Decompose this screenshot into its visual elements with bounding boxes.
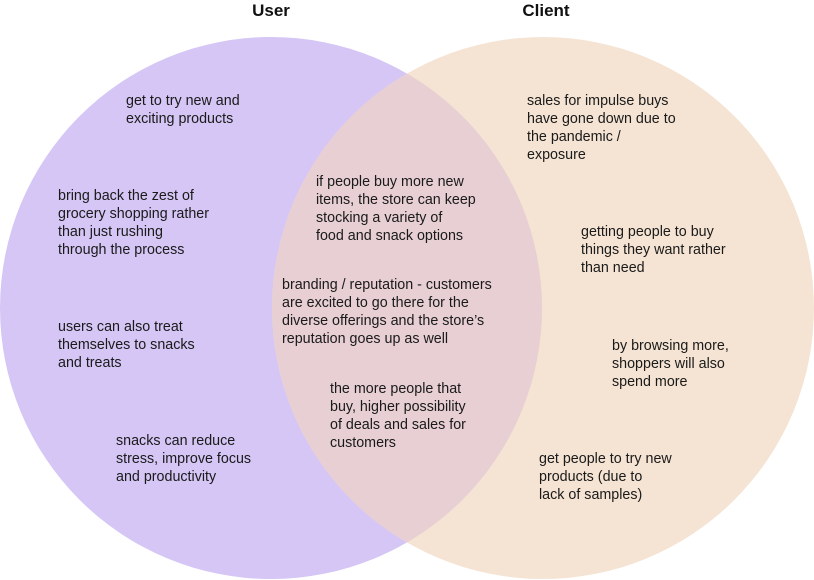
user-note: snacks can reduce stress, improve focus … [116,433,252,485]
user-set-title: User [252,1,290,20]
user-note: bring back the zest of grocery shopping … [58,188,209,258]
overlap-note: branding / reputation - customers are ex… [282,277,492,347]
overlap-note: the more people that buy, higher possibi… [330,381,466,451]
overlap-note: if people buy more new items, the store … [316,174,476,244]
client-note: by browsing more, shoppers will also spe… [612,338,729,390]
user-note: get to try new and exciting products [126,93,240,127]
client-note: get people to try new products (due to l… [539,451,672,503]
user-note: users can also treat themselves to snack… [58,319,195,371]
overlap-region [272,37,542,579]
client-note: sales for impulse buys have gone down du… [527,93,676,163]
client-set-title: Client [522,1,570,20]
client-note: getting people to buy things they want r… [581,224,726,276]
